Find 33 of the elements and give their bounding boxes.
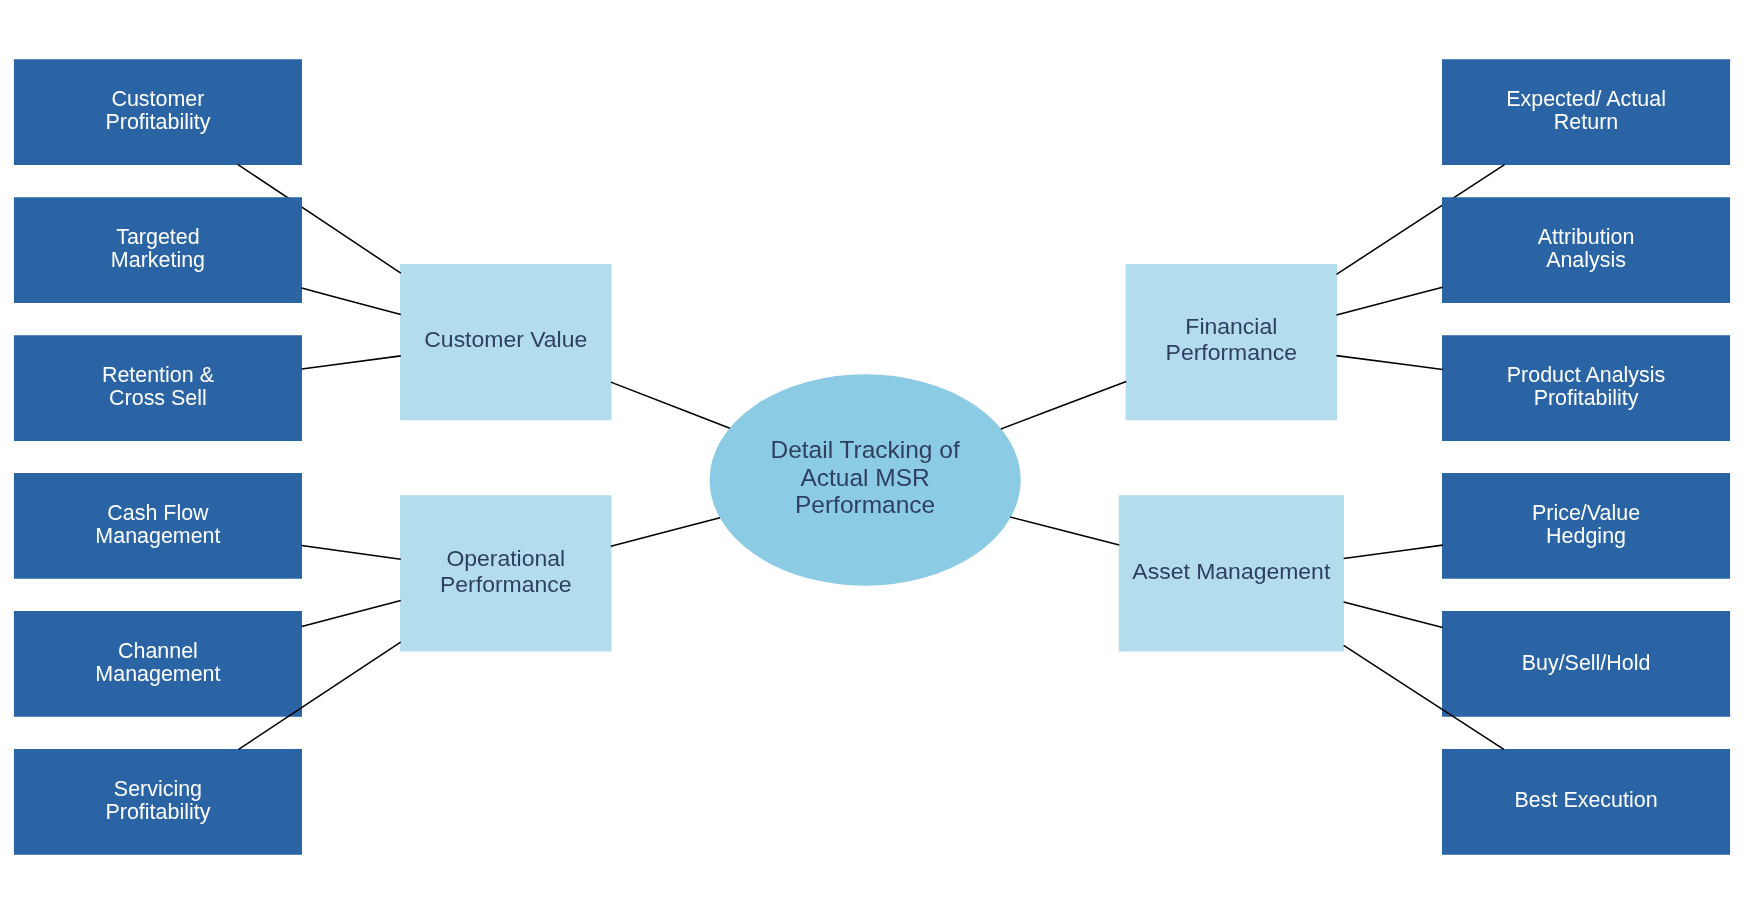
- connector: [1342, 544, 1444, 560]
- connector: [1000, 380, 1127, 430]
- node-box: Buy/Sell/Hold: [1442, 611, 1731, 717]
- node-box: Best Execution: [1442, 748, 1731, 855]
- node-box: Customer Value: [400, 263, 612, 421]
- connector: [1335, 354, 1444, 371]
- node-box: Targeted Marketing: [13, 197, 302, 303]
- connector: [300, 355, 402, 370]
- node-box: Operational Performance: [400, 495, 612, 652]
- node-ellipse: Detail Tracking of Actual MSR Performance: [709, 374, 1021, 586]
- node-box: Price/Value Hedging: [1442, 473, 1731, 579]
- node-box: Cash Flow Management: [13, 473, 302, 579]
- connector: [1342, 644, 1505, 751]
- node-box: Attribution Analysis: [1442, 197, 1731, 303]
- node-box: Asset Management: [1118, 495, 1344, 652]
- connector: [300, 599, 402, 628]
- connector: [1009, 516, 1120, 546]
- node-box: Customer Profitability: [13, 59, 302, 166]
- connector: [610, 381, 731, 429]
- connector: [300, 287, 402, 316]
- connector: [1342, 601, 1444, 629]
- node-box: Channel Management: [13, 611, 302, 717]
- connector: [300, 544, 402, 560]
- node-box: Expected/ Actual Return: [1442, 59, 1731, 166]
- node-box: Servicing Profitability: [13, 748, 302, 855]
- connector: [610, 516, 721, 548]
- node-box: Financial Performance: [1125, 263, 1338, 421]
- connector: [237, 641, 402, 751]
- connector: [1335, 163, 1506, 276]
- connector: [1335, 286, 1444, 316]
- node-box: Retention & Cross Sell: [13, 335, 302, 441]
- node-box: Product Analysis Profitability: [1442, 335, 1731, 441]
- connector: [236, 163, 402, 274]
